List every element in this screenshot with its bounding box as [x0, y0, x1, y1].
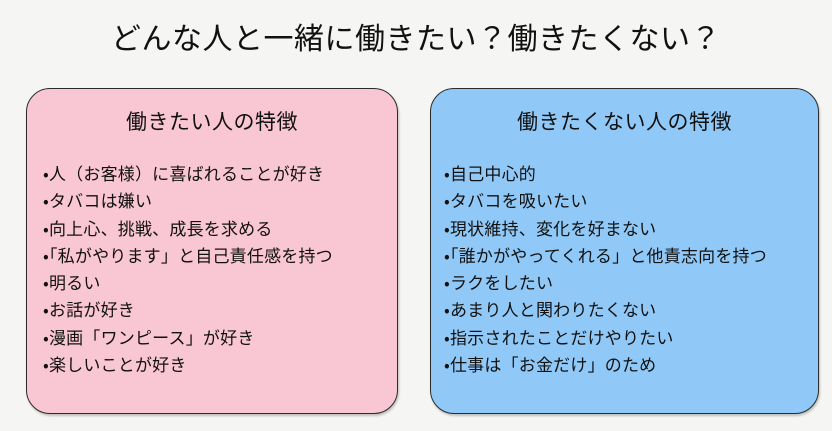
panel-want-to-work-with: 働きたい人の特徴 ・人（お客様）に喜ばれることが好き ・タバコは嫌い ・向上心、…	[26, 88, 398, 414]
list-item: ・自己中心的	[444, 165, 536, 184]
list-item: ・楽しいことが好き	[43, 356, 187, 376]
list-item: ・「私がやります」と自己責任感を持つ	[43, 246, 333, 266]
panel-header-do-not-want-to-work-with: 働きたくない人の特徴	[517, 111, 732, 134]
list-item: ・指示されたことだけやりたい	[444, 328, 674, 348]
list-item: ・タバコは嫌い	[43, 192, 153, 212]
list-item: ・向上心、挑戦、成長を求める	[43, 219, 273, 239]
page-title: どんな人と一緒に働きたい？働きたくない？	[111, 23, 721, 56]
list-item: ・タバコを吸いたい	[444, 192, 588, 212]
list-item: ・ラクをしたい	[444, 274, 554, 294]
panel-do-not-want-to-work-with: 働きたくない人の特徴 ・自己中心的 ・タバコを吸いたい ・現状維持、変化を好まな…	[430, 88, 819, 414]
list-do-not-want-to-work-with: ・自己中心的 ・タバコを吸いたい ・現状維持、変化を好まない ・「誰かがやってく…	[444, 161, 808, 379]
list-want-to-work-with: ・人（お客様）に喜ばれることが好き ・タバコは嫌い ・向上心、挑戦、成長を求める…	[43, 161, 387, 379]
list-item: ・あまり人と関わりたくない	[444, 301, 657, 321]
list-item: ・お話が好き	[43, 301, 135, 321]
list-item: ・明るい	[43, 274, 101, 294]
list-item: ・仕事は「お金だけ」のため	[444, 356, 657, 376]
list-item: ・漫画「ワンピース」が好き	[43, 328, 255, 348]
list-item: ・「誰かがやってくれる」と他責志向を持つ	[444, 246, 767, 266]
panel-header-want-to-work-with: 働きたい人の特徴	[126, 111, 298, 134]
list-item: ・現状維持、変化を好まない	[444, 219, 657, 239]
list-item: ・人（お客様）に喜ばれることが好き	[43, 165, 325, 184]
